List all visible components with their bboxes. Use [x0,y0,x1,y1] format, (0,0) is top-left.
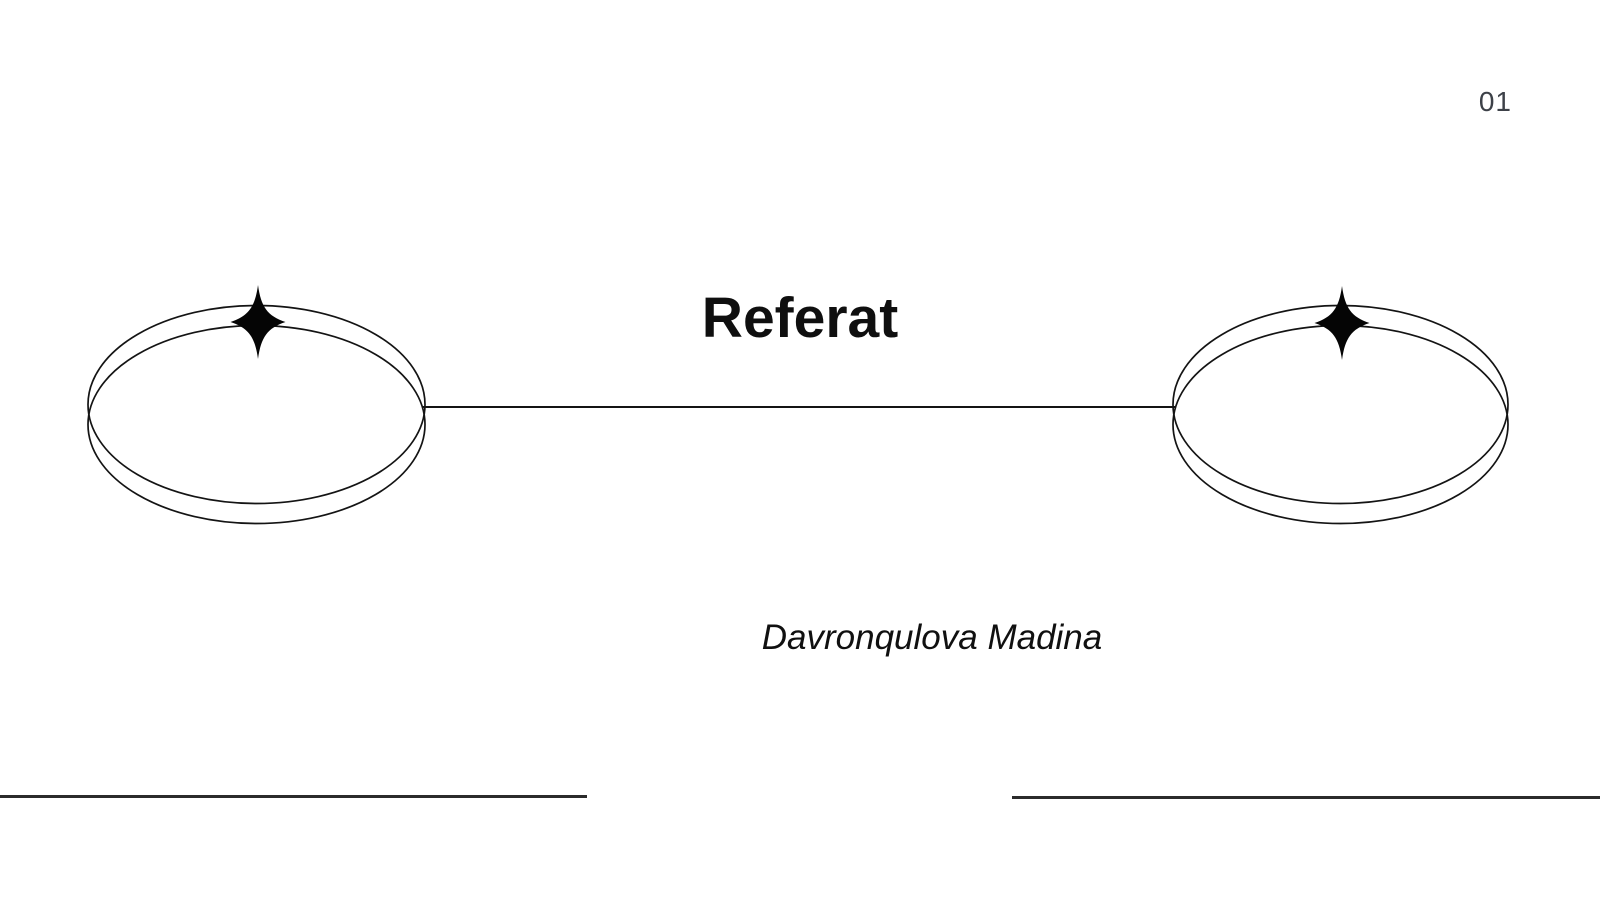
page-number: 01 [1478,86,1512,117]
orbit-right-lower-ellipse [1172,324,1509,525]
sparkle-icon [1314,286,1370,360]
footer-rule-right [1012,796,1600,799]
author-name: Davronqulova Madina [761,618,1103,657]
orbit-left-lower-ellipse [87,324,426,525]
footer-rule-left [0,795,587,798]
slide-title: Referat [701,286,899,350]
sparkle-icon [230,285,286,359]
